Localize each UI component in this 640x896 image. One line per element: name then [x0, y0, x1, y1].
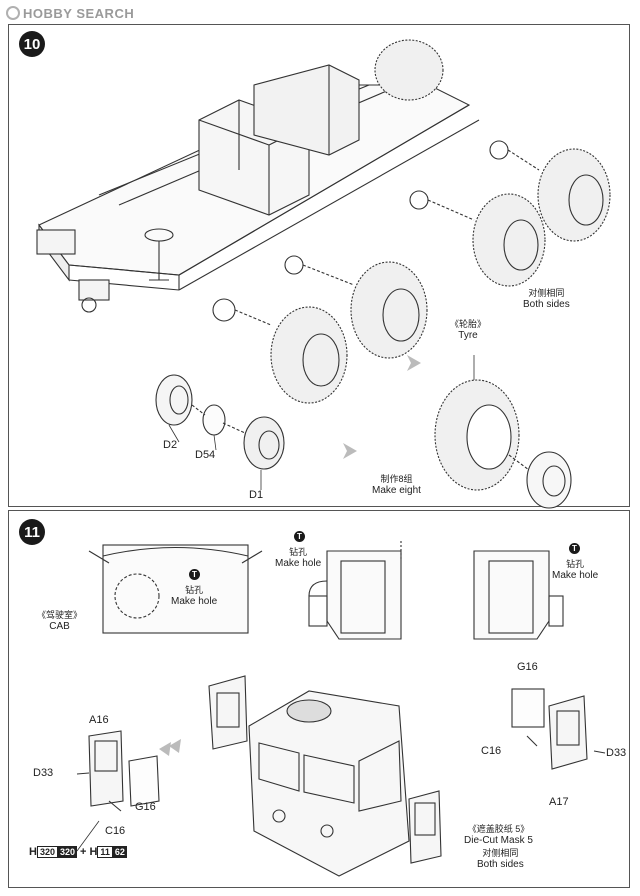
part-g16-right-label: G16: [517, 661, 538, 673]
part-c16-right-label: C16: [481, 745, 502, 757]
part-a17-label: A17: [549, 796, 569, 808]
part-c16-left-label: C16: [105, 825, 126, 837]
paint-code-2b: 62: [112, 846, 127, 858]
both-sides-note-11: 对侧相同 Both sides: [477, 848, 524, 870]
part-d54-label: D54: [195, 449, 216, 461]
paint-code-1a: 320: [36, 846, 58, 858]
part-d1-label: D1: [249, 489, 264, 501]
make-hole-roof-label: 钻孔 Make hole: [171, 585, 218, 607]
mounted-wheels: [270, 39, 611, 404]
doors: [88, 675, 588, 864]
steering-wheel: [144, 228, 174, 281]
paint-reference: H 320 320 + H 11 62: [29, 846, 127, 858]
make-hole-left-label: 钻孔 Make hole: [275, 547, 322, 569]
cab-side-right: [473, 550, 564, 640]
tyre-label: 《轮胎》 Tyre: [450, 319, 487, 341]
leader-lines: [168, 424, 262, 490]
flow-arrows-11: [159, 739, 181, 756]
step-10-panel: 10: [8, 24, 630, 509]
hobby-search-logo-icon: [6, 6, 20, 20]
paint-plus: +: [80, 846, 87, 858]
paint-code-2a: 11: [97, 846, 113, 858]
part-d2-label: D2: [163, 439, 178, 451]
die-cut-mask-note: 《遮盖胶纸 5》 Die-Cut Mask 5: [464, 824, 533, 846]
step-11-badge: 11: [19, 519, 45, 545]
door-glass-parts: [128, 688, 545, 807]
part-d33-right-label: D33: [606, 747, 627, 759]
tyre-assembly: [434, 355, 572, 509]
part-g16-left-label: G16: [135, 801, 156, 813]
cab-body: [248, 690, 410, 877]
paint-code-1b: 320: [57, 846, 78, 858]
make-eight-note: 制作8组 Make eight: [372, 474, 421, 496]
paint-h-letter-2: H: [89, 846, 98, 858]
cab-side-left: [308, 541, 402, 640]
step-10-badge: 10: [19, 31, 45, 57]
wheel-assembly-parts: [155, 374, 285, 470]
both-sides-note: 对侧相同 Both sides: [523, 288, 570, 310]
make-hole-mark-icon-left: T: [294, 531, 305, 542]
axle-hubs: [212, 140, 540, 326]
watermark: HOBBY SEARCH: [6, 5, 134, 21]
cab-label: 《驾驶室》 CAB: [37, 610, 83, 632]
part-a16-label: A16: [89, 714, 109, 726]
cab-roof-panel: [88, 544, 263, 634]
watermark-text: HOBBY SEARCH: [23, 5, 135, 21]
make-hole-mark-icon: T: [189, 569, 200, 580]
make-hole-right-label: 钻孔 Make hole: [552, 559, 599, 581]
make-hole-mark-icon-right: T: [569, 543, 580, 554]
flow-arrows: [343, 355, 421, 459]
handles: [76, 735, 606, 812]
cab-illustration: [76, 541, 606, 877]
chassis-illustration: [36, 39, 611, 509]
step-11-panel: 11: [8, 510, 630, 888]
part-d33-left-label: D33: [33, 767, 54, 779]
paint-h-letter-1: H: [29, 846, 37, 858]
stowage-boxes: [198, 64, 360, 216]
